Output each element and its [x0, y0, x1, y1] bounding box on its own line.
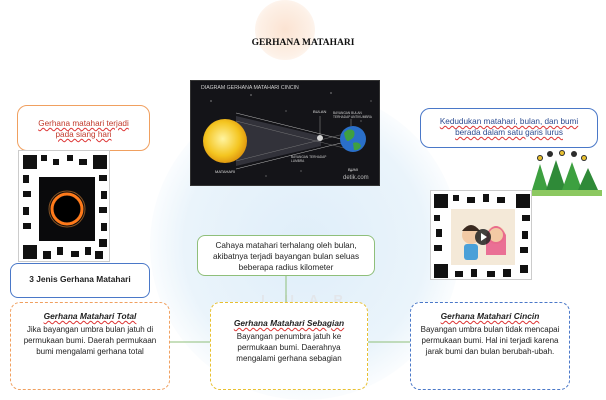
annular-eclipse-diagram: DIAGRAM GERHANA MATAHARI CINCIN BULAN BA… [190, 80, 380, 186]
card-annular-body: Bayangan umbra bulan tidak mencapai perm… [420, 325, 560, 356]
note-shadow-line1: Cahaya matahari terhalang oleh bulan, [215, 241, 357, 250]
qr-pattern-right [434, 194, 530, 278]
qr-code-annular-video[interactable] [430, 190, 532, 280]
diagram-label-umbra: BAYANGAN BULAN TERHADAP ANTIKUMBRA [333, 111, 372, 119]
diagram-label-penumbra: BAYANGAN TERHADAP LUMBRA [291, 155, 327, 163]
watermark-circle-top [255, 0, 315, 60]
note-alignment-line1: Kedudukan matahari, bulan, dan bumi [439, 117, 579, 126]
qr-pattern-left [21, 153, 109, 261]
note-shadow-line2: akibatnya terjadi bayangan bulan seluas [212, 252, 360, 261]
card-partial-title: Gerhana Matahari Sebagian [233, 318, 345, 328]
diagram-label-moon: BULAN [313, 109, 327, 114]
card-partial-body: Bayangan penumbra jatuh ke permukaan bum… [236, 332, 342, 363]
qr-code-total-eclipse[interactable] [18, 150, 110, 262]
types-label-text: 3 Jenis Gerhana Matahari [29, 274, 131, 284]
card-total-eclipse: Gerhana Matahari Total Jika bayangan umb… [10, 302, 170, 390]
note-daytime: Gerhana matahari terjadi pada siang hari [17, 105, 150, 151]
trees-illustration [522, 150, 602, 196]
diagram-drawing [203, 92, 372, 177]
diagram-label-earth: BUMI [348, 167, 358, 172]
note-daytime-line1: Gerhana matahari terjadi [38, 119, 129, 128]
card-partial-eclipse: Gerhana Matahari Sebagian Bayangan penum… [210, 302, 368, 390]
note-shadow-line3: beberapa radius kilometer [238, 263, 334, 272]
diagram-credit: detik.com [343, 175, 369, 181]
note-daytime-line2: pada siang hari [55, 130, 112, 139]
card-total-body: Jika bayangan umbra bulan jatuh di permu… [23, 325, 157, 356]
types-label: 3 Jenis Gerhana Matahari [10, 263, 150, 298]
note-alignment-line2: berada dalam satu garis lurus [455, 128, 563, 137]
page-title: GERHANA MATAHARI [251, 38, 355, 48]
note-alignment: Kedudukan matahari, bulan, dan bumi bera… [420, 108, 598, 148]
card-annular-title: Gerhana Matahari Cincin [440, 311, 540, 321]
note-shadow: Cahaya matahari terhalang oleh bulan, ak… [197, 235, 375, 276]
card-total-title: Gerhana Matahari Total [43, 311, 137, 321]
diagram-heading: DIAGRAM GERHANA MATAHARI CINCIN [201, 85, 299, 91]
diagram-label-sun: MATAHARI [215, 169, 236, 174]
card-annular-eclipse: Gerhana Matahari Cincin Bayangan umbra b… [410, 302, 570, 390]
